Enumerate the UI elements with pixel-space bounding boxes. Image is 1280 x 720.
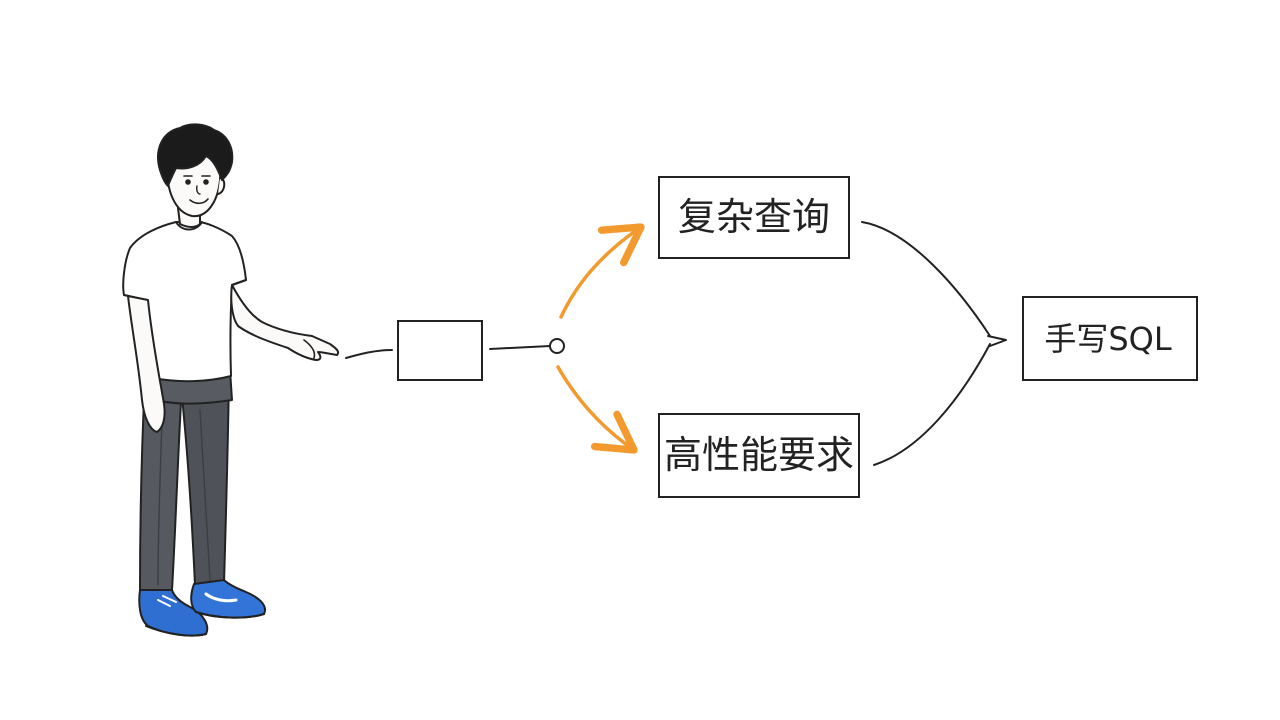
person-left-arm	[127, 295, 166, 433]
node-high-performance-label: 高性能要求	[664, 433, 854, 477]
arrow-to-complex-query	[559, 223, 645, 319]
connector-box-to-branch	[489, 345, 551, 350]
node-empty-box[interactable]	[397, 320, 483, 381]
node-complex-query[interactable]: 复杂查询	[658, 176, 850, 259]
merge-point	[987, 335, 1007, 347]
person-pointing-illustration	[122, 123, 340, 637]
person-right-shoe	[190, 579, 266, 619]
node-complex-query-label: 复杂查询	[678, 195, 830, 239]
connector-complex-to-merge	[861, 221, 991, 337]
arrow-to-high-performance	[556, 365, 638, 454]
person-hair	[157, 123, 234, 187]
node-high-performance[interactable]: 高性能要求	[658, 413, 860, 498]
person-pointing-arm	[230, 284, 340, 361]
node-handwritten-sql[interactable]: 手写SQL	[1022, 296, 1198, 381]
connector-hand-to-box	[345, 349, 393, 359]
node-handwritten-sql-label: 手写SQL	[1044, 320, 1172, 358]
connector-performance-to-merge	[873, 343, 991, 466]
branch-point-circle	[549, 338, 565, 354]
